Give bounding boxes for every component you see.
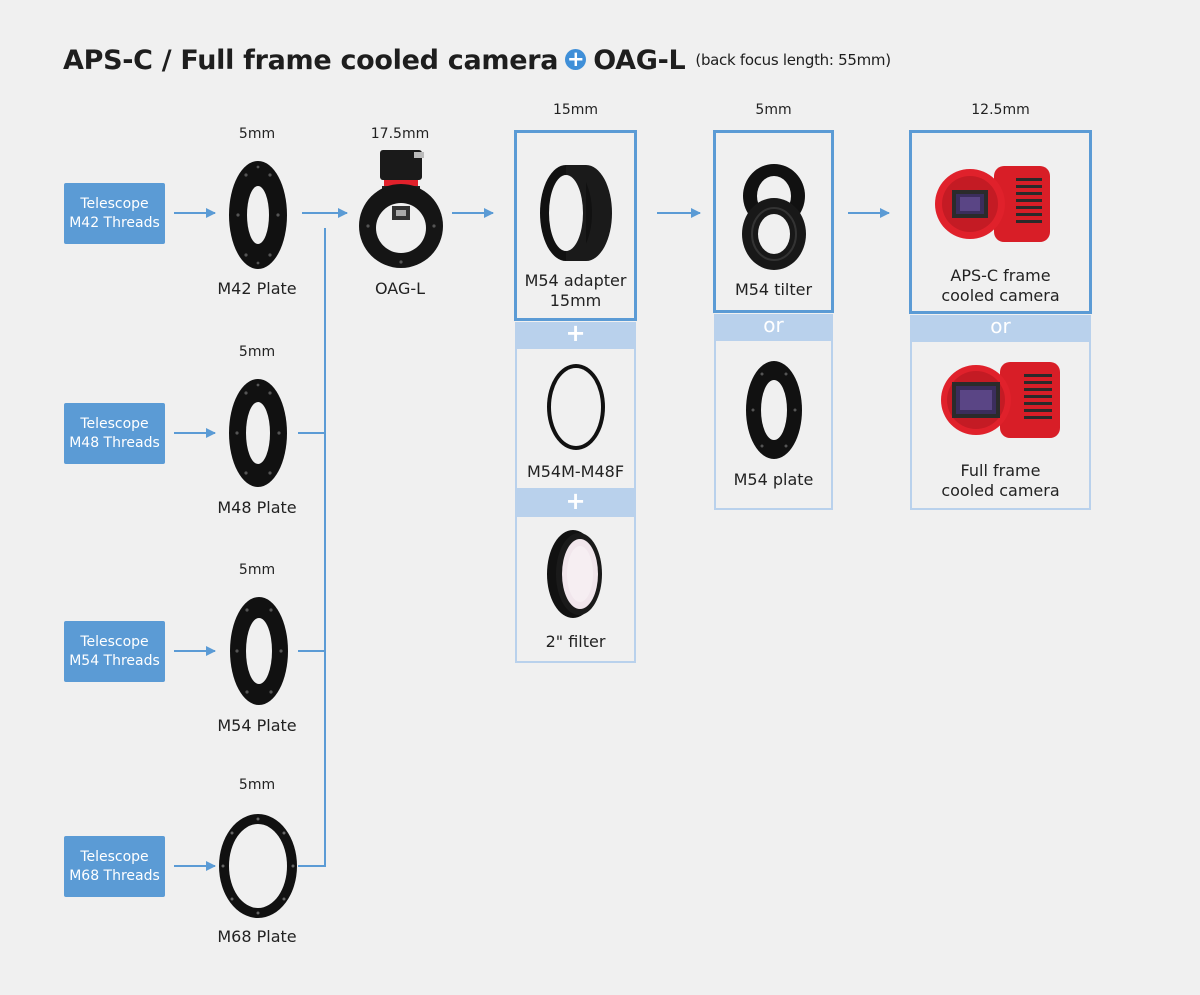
m54-plate-alt-image	[746, 361, 802, 459]
tilter-or-separator: or	[714, 314, 833, 339]
plate-m54-label: M54 Plate	[217, 716, 297, 735]
apsc-camera-image	[935, 166, 1050, 242]
plate-m42-dim: 5mm	[238, 126, 276, 142]
adapter-dim: 15mm	[552, 102, 599, 118]
page-title: APS-C / Full frame cooled camera+OAG-L (b…	[63, 45, 891, 76]
m54m-m48f-label: M54M-M48F	[526, 462, 625, 481]
plate-m48-dim: 5mm	[238, 344, 276, 360]
telescope-thread: M54 Threads	[69, 652, 160, 669]
telescope-thread: M68 Threads	[69, 867, 160, 884]
m54-adapter-image	[540, 165, 612, 261]
telescope-m48-box: Telescope M48 Threads	[64, 403, 165, 464]
telescope-m42-box: Telescope M42 Threads	[64, 183, 165, 244]
camera-alt-line2: cooled camera	[941, 481, 1060, 500]
plate-m54-dim: 5mm	[238, 562, 276, 578]
telescope-m54-box: Telescope M54 Threads	[64, 621, 165, 682]
title-note: (back focus length: 55mm)	[695, 51, 891, 69]
m42-plate-image	[229, 161, 287, 269]
plate-m42-label: M42 Plate	[217, 279, 297, 298]
plate-m68-dim: 5mm	[238, 777, 276, 793]
telescope-label: Telescope	[80, 848, 149, 865]
m54-tilter-image	[742, 164, 806, 270]
oag-label: OAG-L	[374, 279, 426, 298]
telescope-m68-box: Telescope M68 Threads	[64, 836, 165, 897]
adapter-main-label: M54 adapter 15mm	[514, 271, 637, 311]
connector-vertical	[298, 228, 326, 867]
filter-image	[547, 530, 602, 618]
tilter-main-label: M54 tilter	[734, 280, 813, 299]
title-part2: OAG-L	[593, 45, 686, 76]
oag-dim: 17.5mm	[370, 126, 430, 142]
title-part1: APS-C / Full frame cooled camera	[63, 45, 559, 76]
adapter-main-line1: M54 adapter	[524, 271, 627, 290]
camera-alt-line1: Full frame	[960, 461, 1041, 480]
camera-main-line2: cooled camera	[941, 286, 1060, 305]
tilter-dim: 5mm	[755, 102, 792, 118]
camera-main-label: APS-C frame cooled camera	[909, 266, 1092, 306]
oag-image	[359, 150, 443, 268]
camera-dim: 12.5mm	[971, 102, 1030, 118]
telescope-thread: M48 Threads	[69, 434, 160, 451]
m48-plate-image	[229, 379, 287, 487]
plate-m68-label: M68 Plate	[217, 927, 297, 946]
full-frame-camera-image	[941, 362, 1060, 438]
tilter-main-box	[713, 130, 834, 313]
plate-m48-label: M48 Plate	[217, 498, 297, 517]
m68-plate-image	[219, 814, 297, 918]
camera-alt-label: Full frame cooled camera	[910, 461, 1091, 501]
filter-label: 2" filter	[545, 632, 606, 651]
plus-icon: +	[565, 47, 587, 71]
m54-plate-image	[230, 597, 288, 705]
telescope-label: Telescope	[80, 633, 149, 650]
telescope-label: Telescope	[80, 415, 149, 432]
adapter-plus-separator-1: +	[515, 321, 636, 347]
telescope-label: Telescope	[80, 195, 149, 212]
camera-or-separator: or	[910, 315, 1091, 340]
adapter-main-line2: 15mm	[549, 291, 602, 310]
telescope-thread: M42 Threads	[69, 214, 160, 231]
m54m-m48f-image	[547, 364, 605, 450]
m54-plate-alt-label: M54 plate	[733, 470, 814, 489]
camera-main-line1: APS-C frame	[950, 266, 1051, 285]
adapter-plus-separator-2: +	[515, 489, 636, 515]
